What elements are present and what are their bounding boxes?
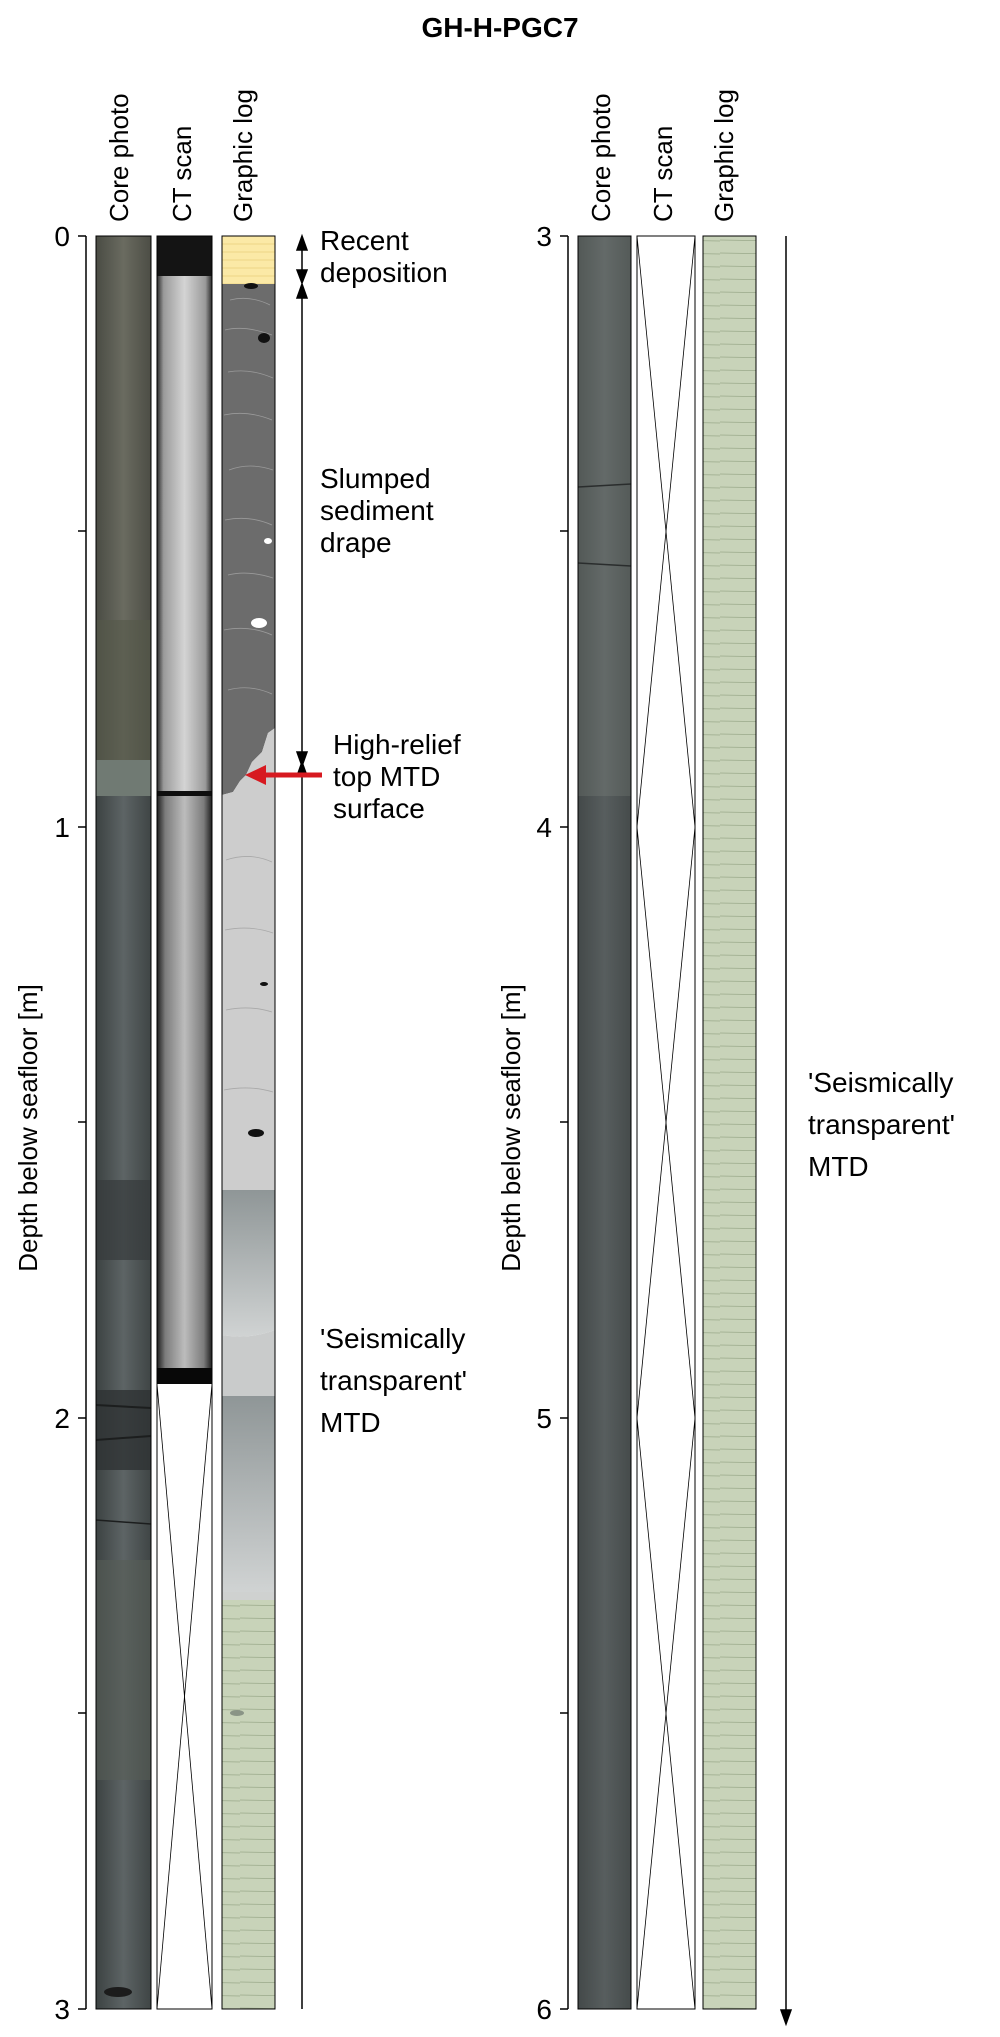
annotation-line: MTD xyxy=(320,1407,381,1438)
header-graphic-log-right: Graphic log xyxy=(709,89,739,222)
page-title: GH-H-PGC7 xyxy=(421,12,579,43)
annotation-line: 'Seismically xyxy=(808,1067,953,1098)
right-interval-arrow xyxy=(779,236,793,2027)
annotation-line: drape xyxy=(320,527,392,558)
annotation-mtd-right: 'Seismically transparent' MTD xyxy=(808,1067,963,1182)
slumped-drape-layer xyxy=(222,284,275,795)
left-graphic-log xyxy=(221,235,276,2010)
left-tick-labels: 0 1 2 3 xyxy=(54,221,70,2025)
right-core-photo xyxy=(577,235,632,2010)
annotation-line: transparent' xyxy=(320,1365,467,1396)
annotation-line: Slumped xyxy=(320,463,431,494)
right-ct-scan xyxy=(636,235,696,2010)
left-tick-label: 3 xyxy=(54,1994,70,2025)
header-core-photo-right: Core photo xyxy=(586,93,616,222)
mtd-clast-1 xyxy=(222,1190,275,1337)
recent-deposition-layer xyxy=(222,236,275,284)
mtd-surface-arrow xyxy=(245,765,322,785)
annotation-slumped-drape: Slumped sediment drape xyxy=(320,463,441,558)
annotation-line: transparent' xyxy=(808,1109,955,1140)
header-graphic-log-left: Graphic log xyxy=(228,89,258,222)
annotation-line: deposition xyxy=(320,257,448,288)
right-tick-label: 4 xyxy=(536,812,552,843)
y-axis-label-right: Depth below seafloor [m] xyxy=(496,984,526,1272)
left-annotations: Recent deposition Slumped sediment drape… xyxy=(320,225,475,1438)
right-tick-label: 3 xyxy=(536,221,552,252)
annotation-line: 'Seismically xyxy=(320,1323,465,1354)
annotation-line: MTD xyxy=(808,1151,869,1182)
annotation-line: surface xyxy=(333,793,425,824)
annotation-line: top MTD xyxy=(333,761,440,792)
left-interval-arrows xyxy=(295,233,309,2009)
annotation-recent-deposition: Recent deposition xyxy=(320,225,448,288)
annotation-line: High-relief xyxy=(333,729,461,760)
left-ct-scan xyxy=(156,235,213,2010)
left-tick-label: 0 xyxy=(54,221,70,252)
annotation-line: sediment xyxy=(320,495,434,526)
header-core-photo-left: Core photo xyxy=(104,93,134,222)
left-depth-axis xyxy=(78,235,87,2010)
right-depth-axis xyxy=(560,235,569,2010)
header-ct-scan-left: CT scan xyxy=(167,126,197,222)
annotation-high-relief-surface: High-relief top MTD surface xyxy=(333,729,468,824)
right-graphic-log xyxy=(702,235,757,2010)
header-ct-scan-right: CT scan xyxy=(648,126,678,222)
right-tick-labels: 3 4 5 6 xyxy=(536,221,552,2025)
left-tick-label: 1 xyxy=(54,812,70,843)
y-axis-label-left: Depth below seafloor [m] xyxy=(13,984,43,1272)
annotation-line: Recent xyxy=(320,225,409,256)
annotation-mtd-left: 'Seismically transparent' MTD xyxy=(320,1323,475,1438)
mtd-clast-2 xyxy=(222,1396,275,1592)
mtd-layer xyxy=(222,728,275,1190)
left-tick-label: 2 xyxy=(54,1403,70,1434)
column-headers: Core photo CT scan Graphic log Core phot… xyxy=(104,89,739,222)
right-tick-label: 5 xyxy=(536,1403,552,1434)
left-core-photo xyxy=(95,235,152,2010)
right-tick-label: 6 xyxy=(536,1994,552,2025)
green-mud-layer xyxy=(222,1600,275,2009)
